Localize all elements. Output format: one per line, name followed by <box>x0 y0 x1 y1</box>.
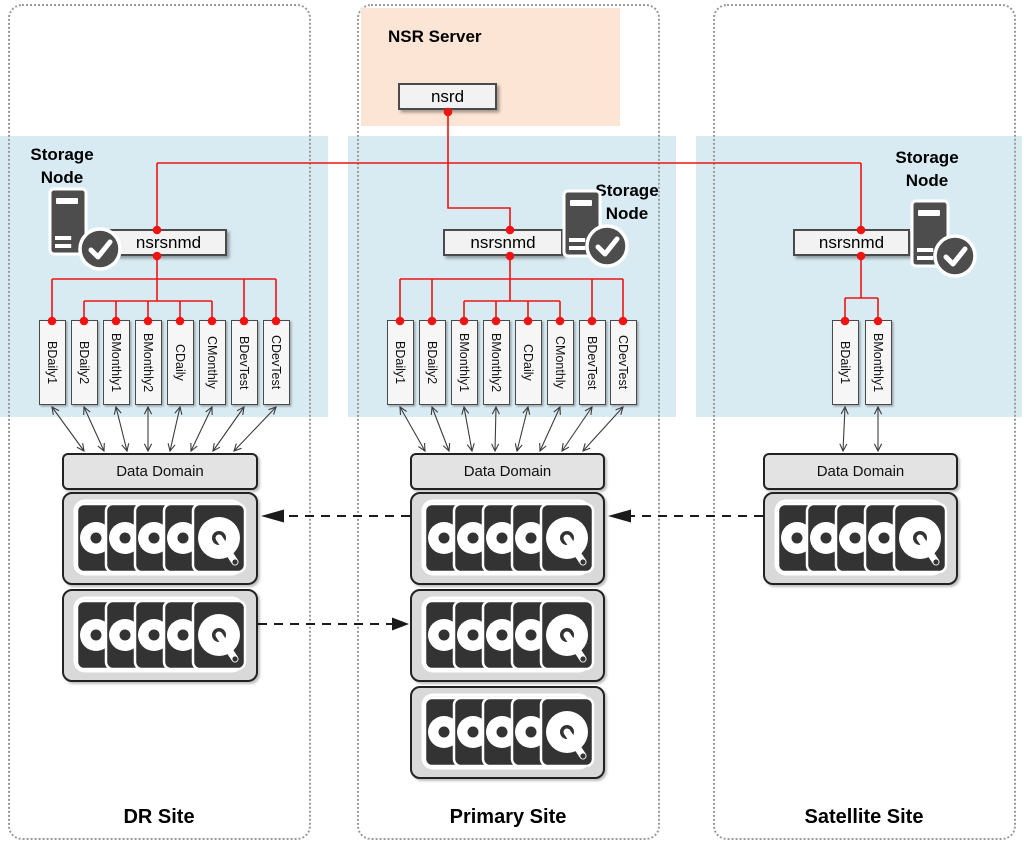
nsr-server-title: NSR Server <box>388 27 482 46</box>
disk-shelf <box>410 589 605 682</box>
device-box: CDaily <box>166 320 194 405</box>
nsrd-box: nsrd <box>398 83 497 110</box>
device-box: BMonthly2 <box>482 320 510 405</box>
satellite-site-label: Satellite Site <box>804 806 924 828</box>
disk-shelf <box>62 492 258 585</box>
device-label: BMonthly2 <box>141 332 155 393</box>
disk-shelf <box>410 492 605 585</box>
device-label: BMonthly2 <box>489 332 503 393</box>
primary-site-label: Primary Site <box>449 806 567 828</box>
disk-array <box>421 499 595 576</box>
device-label: CMonthly <box>205 336 219 389</box>
device-box: CMonthly <box>198 320 226 405</box>
dr-nsrsnmd-box: nsrsnmd <box>110 229 227 256</box>
device-box: BDevTest <box>230 320 258 405</box>
primary-nsrsnmd-box: nsrsnmd <box>443 229 563 256</box>
device-label: BDaily2 <box>425 340 439 385</box>
dr-site-label: DR Site <box>123 806 195 828</box>
device-box: CDaily <box>514 320 542 405</box>
device-box: BMonthly1 <box>102 320 130 405</box>
satellite-storage-node-label: Storage Node <box>895 148 959 190</box>
satellite-data-domain-header: Data Domain <box>763 453 958 490</box>
satellite-site-outline <box>713 4 1016 840</box>
primary-storage-node-label: Storage Node <box>595 181 659 223</box>
device-label: CDaily <box>521 344 535 381</box>
device-box: BDaily1 <box>38 320 66 405</box>
device-label: BDaily1 <box>393 340 407 385</box>
device-label: CMonthly <box>553 336 567 389</box>
satellite-nsrsnmd-box: nsrsnmd <box>793 229 910 256</box>
device-label: BMonthly1 <box>871 332 885 393</box>
dr-storage-node-label: Storage Node <box>30 145 94 187</box>
device-box: BMonthly2 <box>134 320 162 405</box>
device-label: BDevTest <box>237 335 251 390</box>
disk-array <box>73 499 247 576</box>
device-box: BDaily2 <box>418 320 446 405</box>
dr-data-domain-header: Data Domain <box>62 453 258 490</box>
device-box: BMonthly1 <box>450 320 478 405</box>
device-box: BDaily1 <box>386 320 414 405</box>
primary-site-outline <box>357 4 660 840</box>
device-label: BMonthly1 <box>109 332 123 393</box>
device-box: CDevTest <box>262 320 290 405</box>
dr-site-outline <box>8 4 311 840</box>
device-label: BDaily2 <box>77 340 91 385</box>
device-label: BDevTest <box>585 335 599 390</box>
disk-shelf <box>763 492 958 585</box>
device-label: CDevTest <box>269 335 283 390</box>
disk-array <box>73 596 247 673</box>
nsrd-label: nsrd <box>430 86 465 106</box>
primary-nsrsnmd-label: nsrsnmd <box>470 232 536 252</box>
device-box: CDevTest <box>609 320 637 405</box>
disk-array <box>421 693 595 770</box>
device-label: BDaily1 <box>45 340 59 385</box>
satellite-nsrsnmd-label: nsrsnmd <box>818 232 885 252</box>
device-label: CDevTest <box>616 335 630 390</box>
device-label: BDaily1 <box>838 340 852 385</box>
device-box: BDevTest <box>578 320 606 405</box>
device-label: BMonthly1 <box>457 332 471 393</box>
device-label: CDaily <box>173 344 187 381</box>
device-box: CMonthly <box>546 320 574 405</box>
dr-nsrsnmd-label: nsrsnmd <box>135 232 202 252</box>
disk-shelf <box>410 686 605 779</box>
disk-shelf <box>62 589 258 682</box>
disk-array <box>774 499 948 576</box>
device-box: BMonthly1 <box>864 320 892 405</box>
disk-array <box>421 596 595 673</box>
device-box: BDaily1 <box>831 320 859 405</box>
device-box: BDaily2 <box>70 320 98 405</box>
primary-data-domain-header: Data Domain <box>410 453 605 490</box>
